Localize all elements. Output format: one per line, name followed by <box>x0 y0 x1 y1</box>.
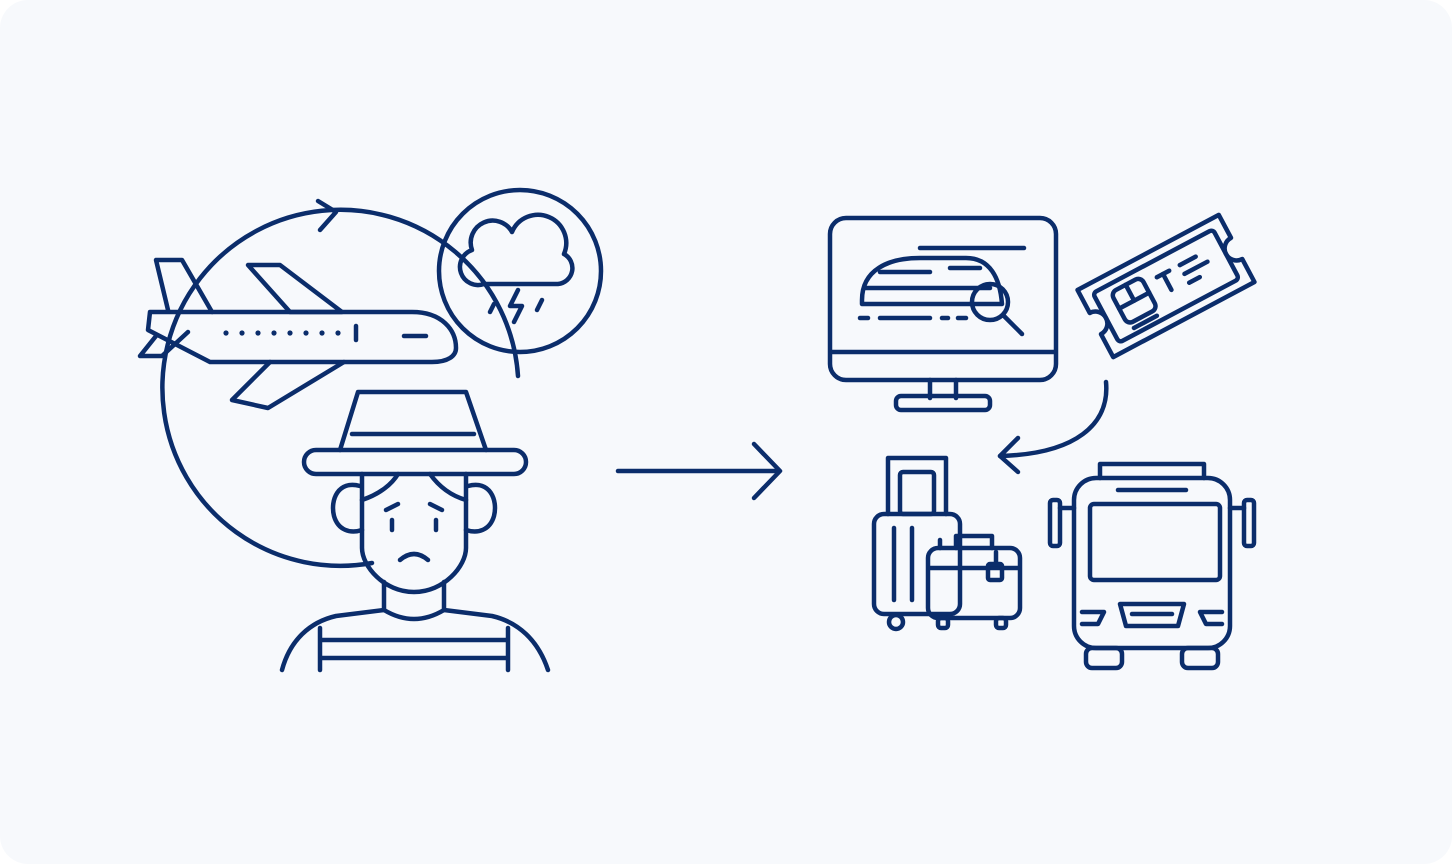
monitor-train-search-icon <box>827 215 1059 413</box>
cyclic-arrow-icon <box>160 198 521 569</box>
curved-arrow-icon <box>997 379 1109 475</box>
bus-icon <box>1047 461 1257 671</box>
right-arrow-icon <box>615 441 783 501</box>
airplane-icon <box>137 257 459 411</box>
storm-cloud-icon <box>436 187 604 355</box>
worried-traveler-icon <box>279 389 551 673</box>
luggage-icon <box>871 455 1023 632</box>
train-ticket-icon <box>1075 212 1257 360</box>
